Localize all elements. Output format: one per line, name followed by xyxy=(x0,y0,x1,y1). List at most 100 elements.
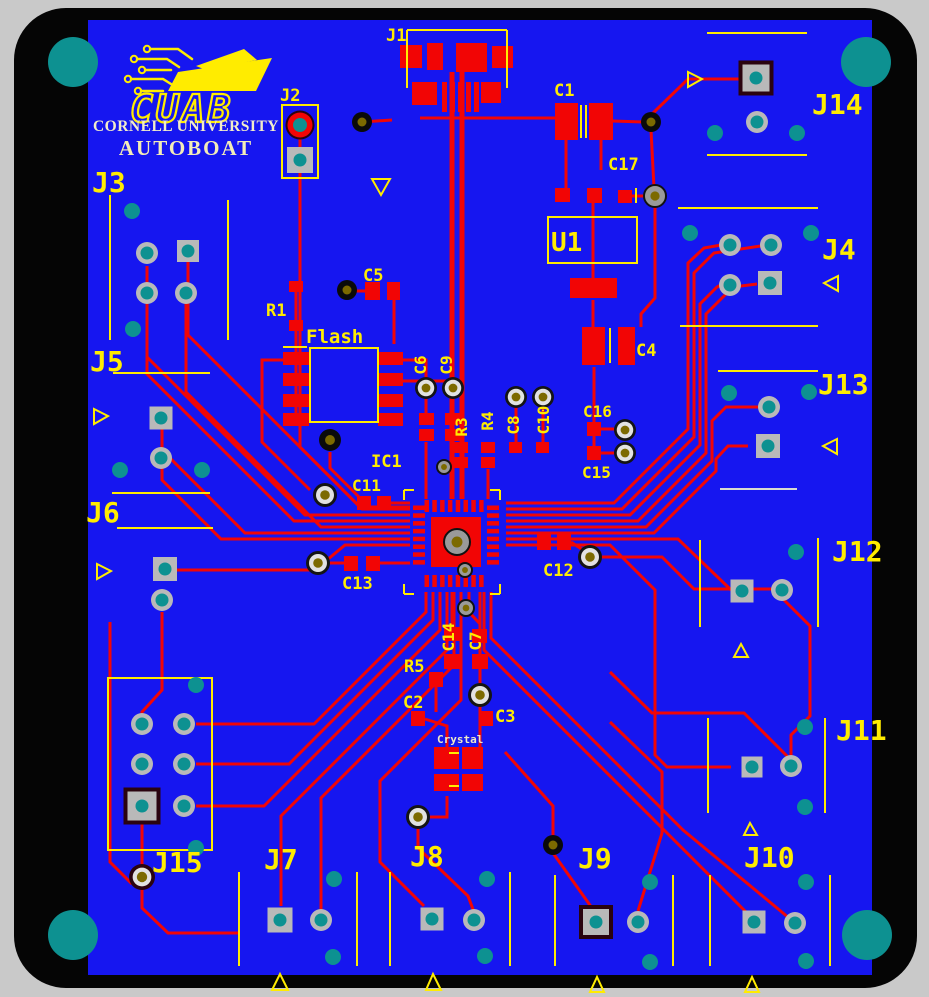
pad-hole xyxy=(784,759,798,773)
copper-trace xyxy=(611,119,645,124)
copper-pad xyxy=(587,188,602,203)
copper-pad xyxy=(618,327,635,365)
logo-wordmark: CUAB xyxy=(130,87,234,131)
copper-pad xyxy=(555,188,570,202)
copper-pad xyxy=(458,82,463,112)
silkscreen-box xyxy=(107,677,213,851)
copper-trace xyxy=(160,460,410,541)
via-hole xyxy=(620,448,630,458)
copper-pad xyxy=(289,320,303,331)
label-C17: C17 xyxy=(608,155,639,175)
label-C14: C14 xyxy=(439,623,458,652)
copper-pad xyxy=(445,413,460,425)
silkscreen-box xyxy=(309,347,379,423)
via-hole xyxy=(538,392,548,402)
pad-hole xyxy=(745,760,759,774)
copper-pad xyxy=(419,413,434,425)
copper-pad xyxy=(472,629,487,643)
pad-hole xyxy=(177,717,191,731)
copper-pad xyxy=(479,711,493,726)
label-C9: C9 xyxy=(437,355,456,374)
ic-pin xyxy=(424,575,429,587)
fiducial-triangle-icon xyxy=(732,641,750,658)
copper-pad xyxy=(283,394,309,407)
copper-pad xyxy=(589,103,613,140)
pad-hole xyxy=(747,915,761,929)
label-J11: J11 xyxy=(836,714,887,747)
label-J12: J12 xyxy=(832,535,883,568)
pad-hole xyxy=(293,153,307,167)
copper-pad xyxy=(474,82,479,112)
mounting-hole xyxy=(841,37,891,87)
copper-trace xyxy=(424,717,449,748)
pad-hole xyxy=(723,238,737,252)
ic-pin xyxy=(487,505,499,510)
label-J8: J8 xyxy=(410,840,444,873)
copper-pad xyxy=(618,190,632,203)
drill-hole xyxy=(642,874,658,890)
ic-pin xyxy=(440,500,445,512)
ic-pin xyxy=(413,528,425,534)
drill-hole xyxy=(124,203,140,219)
ic-pin xyxy=(487,513,499,518)
fiducial-triangle-icon xyxy=(588,974,606,993)
pad-hole xyxy=(181,244,195,258)
copper-trace xyxy=(506,543,731,769)
drill-hole xyxy=(194,462,210,478)
boat-hull xyxy=(168,58,272,91)
copper-pad xyxy=(462,774,483,791)
copper-pad xyxy=(537,534,551,550)
label-C3: C3 xyxy=(495,707,515,727)
cuab-logo: CUAB CORNELL UNIVERSITY AUTOBOAT xyxy=(93,44,279,160)
pad-hole xyxy=(735,584,749,598)
copper-trace xyxy=(551,852,594,909)
pad-hole xyxy=(158,562,172,576)
copper-pad xyxy=(454,442,468,453)
copper-pad xyxy=(466,82,471,112)
label-R1: R1 xyxy=(266,301,286,321)
pad-hole xyxy=(155,593,169,607)
copper-trace xyxy=(260,358,312,492)
drill-hole xyxy=(188,840,204,856)
copper-trace xyxy=(416,828,476,913)
via-hole xyxy=(448,383,458,393)
copper-trace xyxy=(649,129,656,189)
logo-line-autoboat: AUTOBOAT xyxy=(119,136,253,160)
via-hole xyxy=(342,285,352,295)
pad-hole xyxy=(154,411,168,425)
label-C16: C16 xyxy=(583,402,612,421)
drill-hole xyxy=(479,871,495,887)
drill-hole xyxy=(798,874,814,890)
via-hole xyxy=(650,191,660,201)
label-R3: R3 xyxy=(452,417,471,436)
copper-trace xyxy=(196,592,428,726)
label-C10: C10 xyxy=(534,406,553,435)
copper-pad xyxy=(582,327,605,365)
copper-trace xyxy=(145,295,410,523)
fiducial-triangle-icon xyxy=(270,971,290,991)
label-C4: C4 xyxy=(636,341,656,361)
fiducial-triangle-icon xyxy=(93,407,111,426)
copper-pad xyxy=(587,422,601,436)
soldermask xyxy=(88,20,872,975)
ic-pin xyxy=(487,544,499,549)
ic-pin xyxy=(479,575,484,587)
copper-pad xyxy=(557,534,571,550)
label-J4: J4 xyxy=(822,233,856,266)
pad-hole xyxy=(750,115,764,129)
drill-hole xyxy=(642,954,658,970)
drill-hole xyxy=(326,871,342,887)
copper-trace xyxy=(430,796,449,819)
via-hole xyxy=(451,536,463,548)
copper-pad xyxy=(283,413,309,426)
pad-hole xyxy=(762,400,776,414)
logo-line-cornell: CORNELL UNIVERSITY xyxy=(93,118,279,135)
ic-pin xyxy=(413,536,425,542)
copper-trace xyxy=(482,592,750,916)
pad-hole xyxy=(723,278,737,292)
copper-pad xyxy=(429,672,443,687)
label-C5: C5 xyxy=(363,266,383,286)
ic-pin xyxy=(447,575,453,587)
pad-hole xyxy=(467,913,481,927)
